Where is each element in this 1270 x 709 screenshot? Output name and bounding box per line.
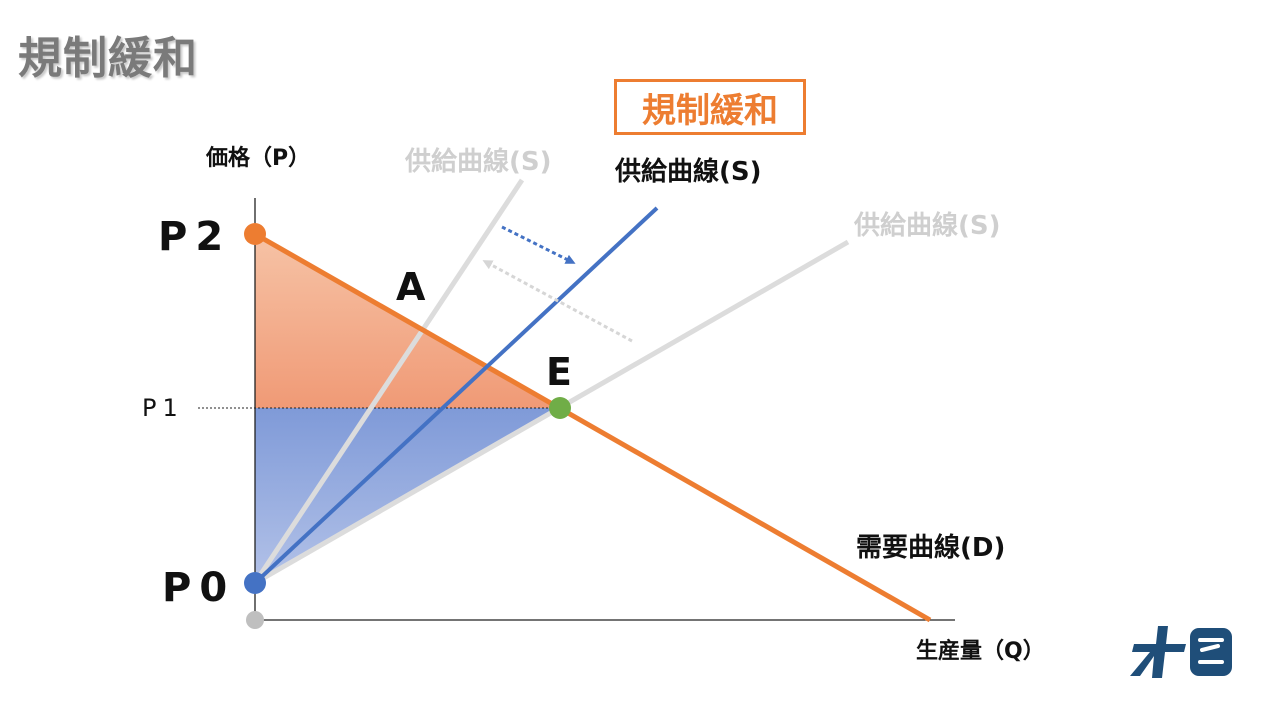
point-e-label: E [546, 350, 572, 394]
price-level-p2: P2 [158, 214, 232, 260]
x-axis-label: 生産量（Q） [916, 639, 1045, 664]
demand-curve-label: 需要曲線(D) [856, 533, 1006, 563]
demand-curve [253, 231, 932, 623]
supply-curve-old-label-1: 供給曲線(S) [405, 147, 552, 177]
equilibrium-point-e [549, 397, 571, 419]
supply-curve-old-steep [252, 178, 525, 585]
origin-point [246, 611, 264, 629]
p2-point [244, 223, 266, 245]
deregulation-badge: 規制緩和 [614, 79, 806, 135]
supply-curve-new [253, 206, 659, 585]
brand-logo-icon [1130, 626, 1232, 678]
shift-arrow-right [501, 225, 576, 264]
slide-title: 規制緩和 [18, 33, 198, 84]
y-axis-label: 価格（P） [206, 146, 311, 171]
point-a-label: A [396, 265, 426, 309]
supply-curve-new-label: 供給曲線(S) [615, 157, 762, 187]
supply-curve-old-label-2: 供給曲線(S) [854, 211, 1001, 241]
price-level-p1: P1 [142, 394, 184, 422]
p0-point [244, 572, 266, 594]
price-level-p0: P0 [162, 565, 236, 611]
